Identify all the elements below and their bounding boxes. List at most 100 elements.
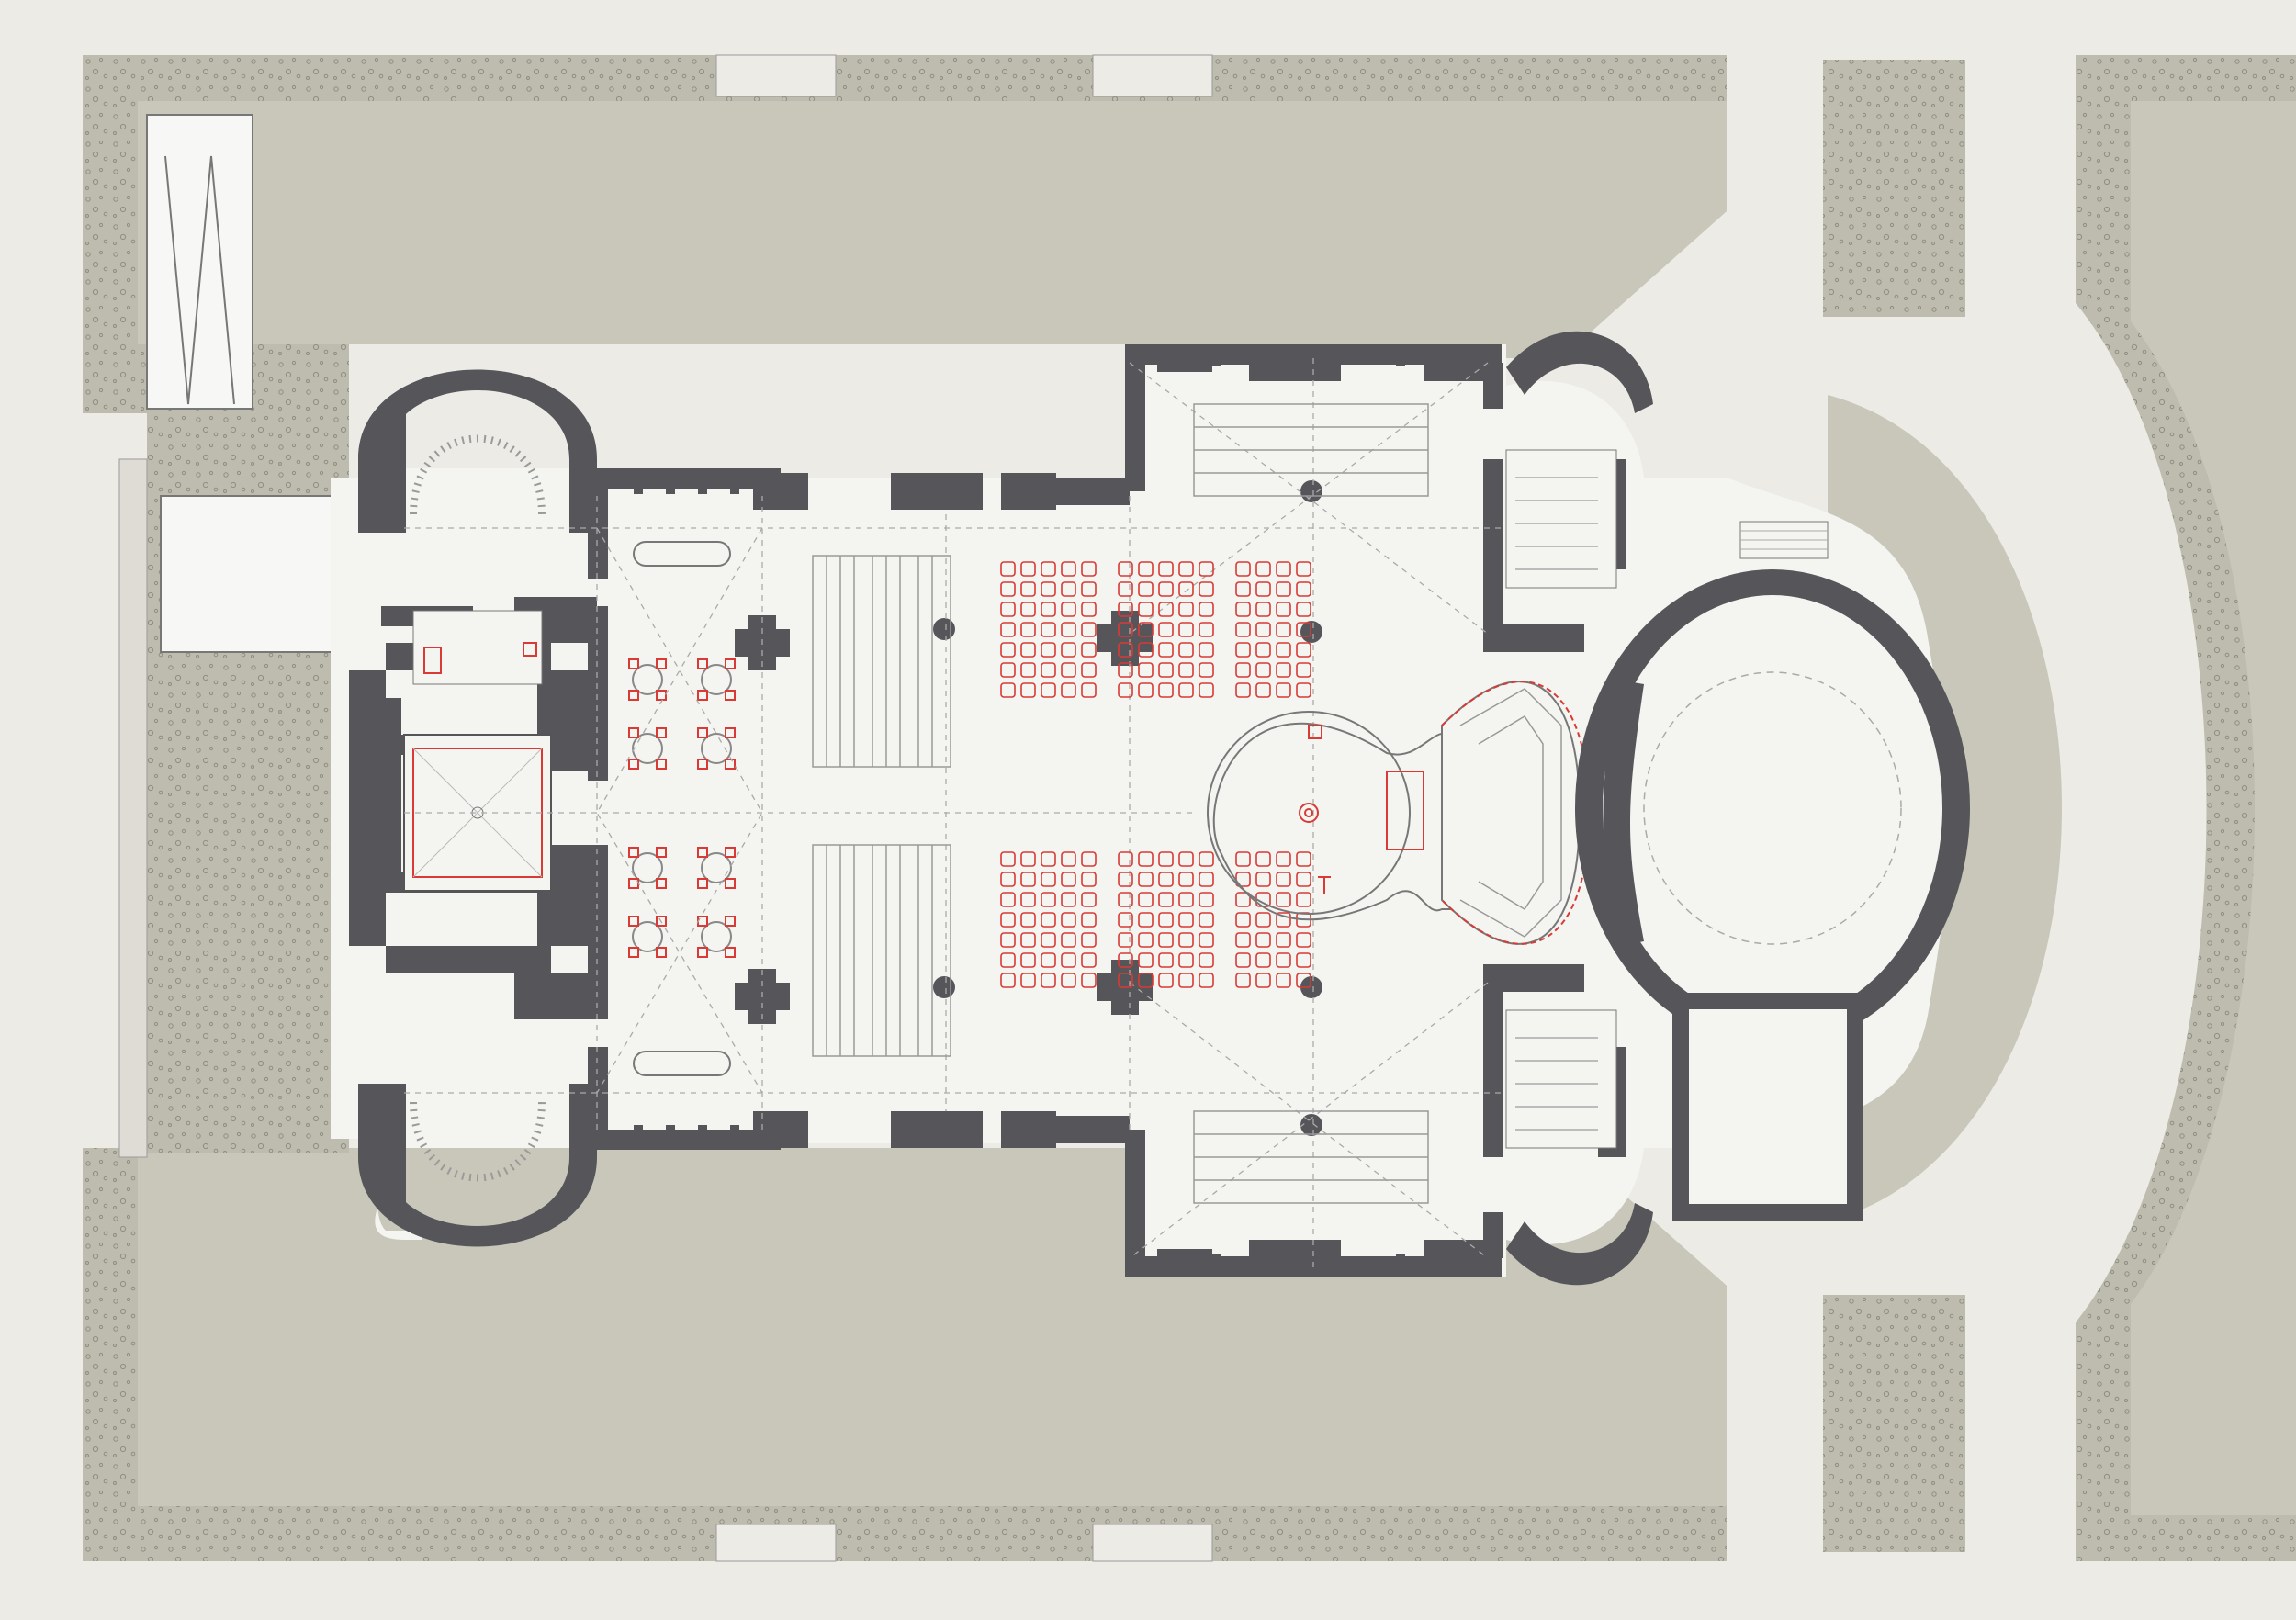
counter-bottom [633, 1051, 731, 1076]
gate-top-2 [1092, 54, 1213, 97]
seat [1138, 602, 1154, 617]
seat [1199, 602, 1214, 617]
seat [1081, 932, 1097, 948]
seat [1061, 892, 1076, 907]
seat [1041, 622, 1056, 637]
seat [1138, 973, 1154, 988]
seat [1255, 932, 1271, 948]
seat [1235, 602, 1251, 617]
seat [1178, 973, 1194, 988]
seat [1235, 952, 1251, 968]
seat [1138, 851, 1154, 867]
seat [1158, 561, 1174, 577]
seat [1061, 851, 1076, 867]
seat [1296, 561, 1311, 577]
seat [1118, 682, 1133, 698]
seat [1118, 872, 1133, 887]
seat [1158, 912, 1174, 928]
counter-top [633, 541, 731, 567]
seat [1199, 973, 1214, 988]
seat [1235, 561, 1251, 577]
gate-bottom-1 [715, 1524, 837, 1562]
stair-tower-top [358, 369, 597, 533]
seat [1296, 952, 1311, 968]
seat [1235, 912, 1251, 928]
seat [1276, 581, 1291, 597]
seat [1020, 912, 1036, 928]
candle-stand [1318, 876, 1331, 894]
seat [1235, 973, 1251, 988]
seat [1081, 892, 1097, 907]
seat [1000, 561, 1016, 577]
seat [1276, 642, 1291, 658]
seat [1235, 622, 1251, 637]
seat [1061, 662, 1076, 678]
seat [1138, 682, 1154, 698]
seat [1138, 642, 1154, 658]
seat [1061, 973, 1076, 988]
seat [1255, 851, 1271, 867]
altar-inner [1304, 808, 1313, 817]
seat [1199, 912, 1214, 928]
seat [1235, 932, 1251, 948]
seat [1081, 602, 1097, 617]
seat [1118, 952, 1133, 968]
gate-bottom-2 [1092, 1524, 1213, 1562]
seat [1081, 872, 1097, 887]
seat [1000, 662, 1016, 678]
seat [1178, 912, 1194, 928]
ramp [146, 114, 253, 410]
seat [1178, 581, 1194, 597]
seat [1158, 932, 1174, 948]
seat [1041, 952, 1056, 968]
seat [1276, 892, 1291, 907]
seat [1276, 662, 1291, 678]
side-stair-bottom [1515, 1037, 1598, 1131]
seat [1276, 682, 1291, 698]
planter-top [1823, 60, 1965, 317]
seat [1199, 952, 1214, 968]
seat [1020, 952, 1036, 968]
seat [1061, 602, 1076, 617]
seat [1138, 892, 1154, 907]
seat [1158, 952, 1174, 968]
seat [1158, 973, 1174, 988]
seat [1138, 561, 1154, 577]
seat [1158, 662, 1174, 678]
seat [1000, 581, 1016, 597]
seat [1178, 662, 1194, 678]
seat [1138, 952, 1154, 968]
lectern [1308, 725, 1322, 739]
seat [1138, 662, 1154, 678]
seat [1255, 952, 1271, 968]
restroom-fixture [423, 647, 442, 674]
seat [1000, 622, 1016, 637]
seat [1020, 662, 1036, 678]
far-right-lawn [2131, 101, 2296, 1515]
seat [1000, 952, 1016, 968]
seat [1178, 952, 1194, 968]
seat [1199, 581, 1214, 597]
seat [1061, 872, 1076, 887]
seat [1061, 952, 1076, 968]
seat [1276, 851, 1291, 867]
seat [1041, 561, 1056, 577]
pews [812, 403, 1429, 1204]
apse-ring [1207, 711, 1411, 915]
seat [1138, 912, 1154, 928]
seat [1041, 642, 1056, 658]
seat [1061, 682, 1076, 698]
entrance-rug-diagonals [412, 748, 543, 878]
seat [1081, 581, 1097, 597]
seat [1000, 642, 1016, 658]
seat [1255, 581, 1271, 597]
seat [1158, 682, 1174, 698]
seat [1000, 872, 1016, 887]
seat [1235, 682, 1251, 698]
corner-tower-bottom [1506, 1203, 1653, 1286]
ramp-lines [164, 155, 235, 405]
seat [1255, 642, 1271, 658]
seat [1020, 602, 1036, 617]
seat-grid [1000, 561, 1311, 988]
seat [1041, 602, 1056, 617]
